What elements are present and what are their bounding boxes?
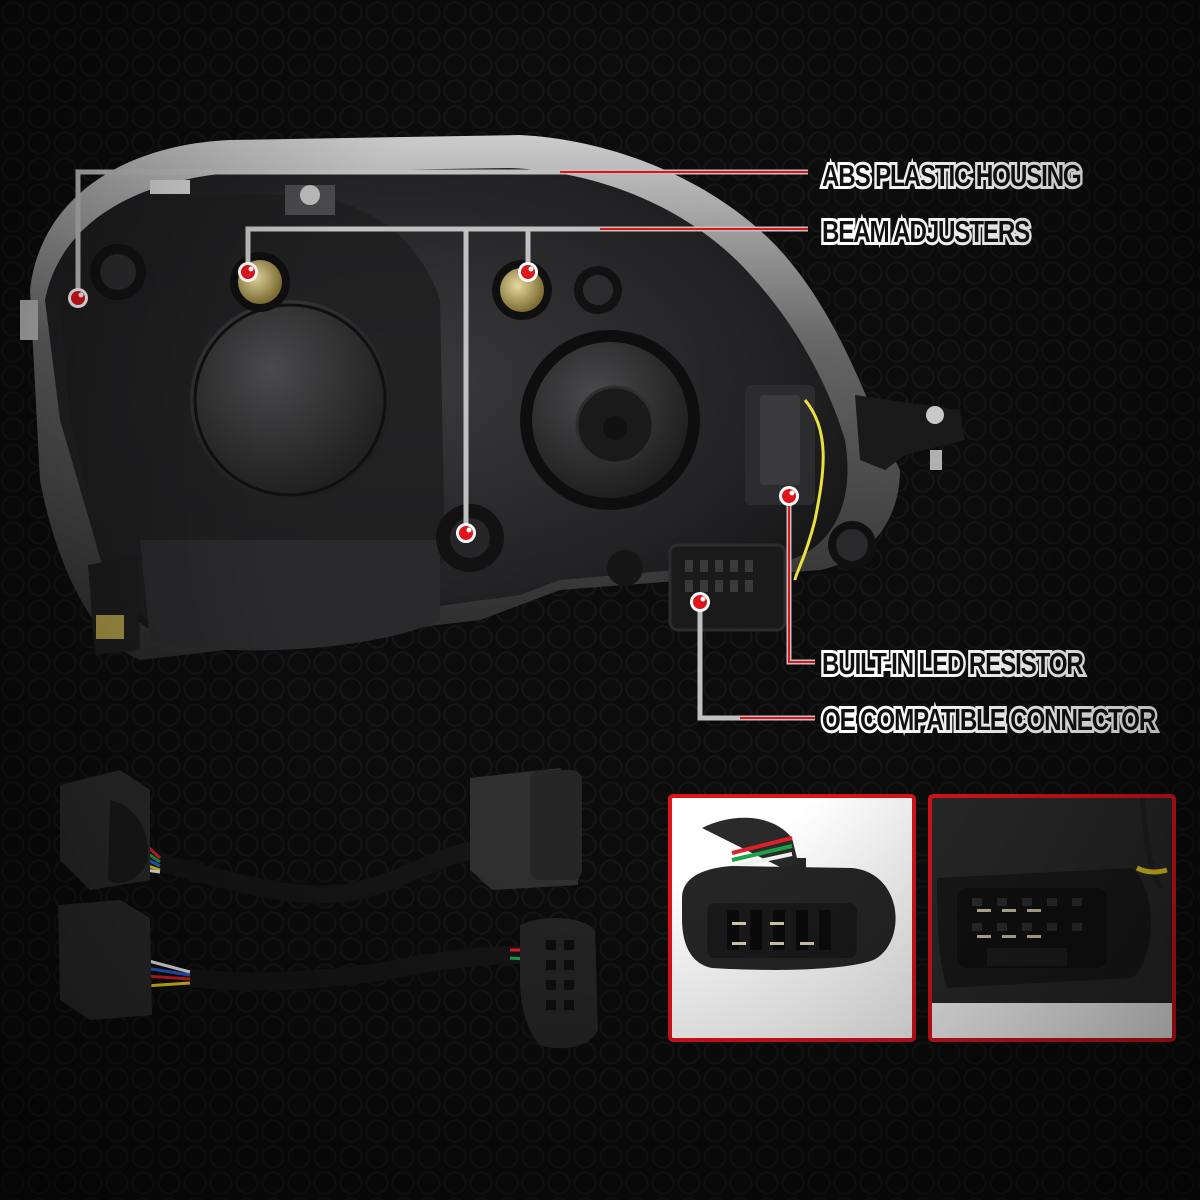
headlight-socket-photo	[932, 798, 1172, 1003]
inset-headlight-socket-closeup	[928, 794, 1176, 1042]
callout-dots	[68, 262, 799, 612]
label-built-in-led-resistor: BUILT-IN LED RESISTOR	[820, 645, 1087, 682]
label-oe-compatible-connector: OE COMPATIBLE CONNECTOR	[820, 701, 1159, 738]
label-beam-adjusters: BEAM ADJUSTERS	[820, 213, 1033, 250]
label-abs-plastic-housing: ABS PLASTIC HOUSING	[820, 157, 1084, 194]
inset-harness-connector-closeup	[668, 794, 916, 1042]
harness-connector-photo	[682, 817, 896, 970]
